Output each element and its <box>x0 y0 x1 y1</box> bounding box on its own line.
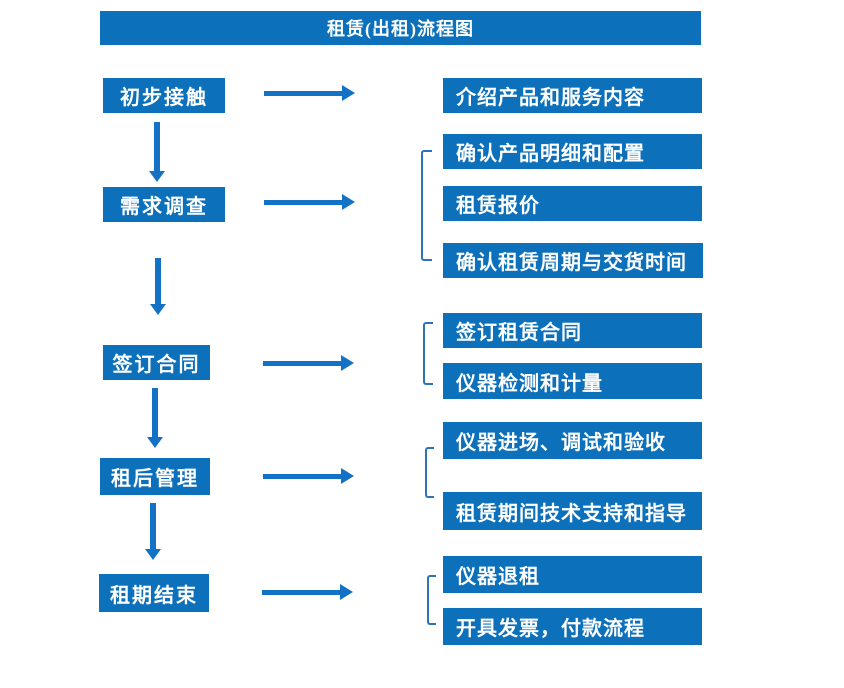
right-arrow-icon <box>263 468 354 484</box>
down-arrow-icon <box>149 122 165 182</box>
group-bracket-icon <box>423 322 433 385</box>
detail-instrument-setup-acceptance: 仪器进场、调试和验收 <box>443 422 702 459</box>
step-post-rental-management: 租后管理 <box>100 458 210 495</box>
right-arrow-icon <box>264 85 355 101</box>
down-arrow-icon <box>150 258 166 315</box>
down-arrow-icon <box>145 503 161 560</box>
detail-invoice-payment: 开具发票，付款流程 <box>443 608 702 645</box>
detail-instrument-testing: 仪器检测和计量 <box>443 363 702 399</box>
right-arrow-icon <box>264 194 355 210</box>
down-arrow-icon <box>147 388 163 448</box>
right-arrow-icon <box>263 355 354 371</box>
detail-confirm-product-details: 确认产品明细和配置 <box>443 134 702 169</box>
step-rental-end: 租期结束 <box>99 574 209 612</box>
detail-confirm-rental-period: 确认租赁周期与交货时间 <box>443 243 703 278</box>
step-initial-contact: 初步接触 <box>103 78 225 113</box>
group-bracket-icon <box>421 150 432 261</box>
detail-rental-tech-support: 租赁期间技术支持和指导 <box>443 492 702 530</box>
detail-rental-quote: 租赁报价 <box>443 186 702 221</box>
right-arrow-icon <box>262 584 353 600</box>
step-sign-contract: 签订合同 <box>103 345 210 380</box>
detail-introduce-products: 介绍产品和服务内容 <box>443 78 702 113</box>
detail-instrument-return: 仪器退租 <box>443 556 702 593</box>
group-bracket-icon <box>425 447 434 498</box>
detail-sign-rental-contract: 签订租赁合同 <box>443 313 702 348</box>
step-demand-survey: 需求调查 <box>103 187 225 222</box>
group-bracket-icon <box>427 575 436 625</box>
flowchart-title: 租赁(出租)流程图 <box>100 11 701 45</box>
